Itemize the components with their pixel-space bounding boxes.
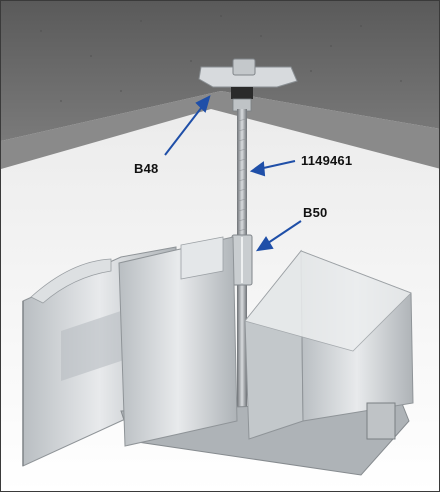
arrow-rod [258,160,296,170]
callout-rod-label: 1149461 [301,153,353,168]
callout-arrows [164,95,302,252]
callout-b50-label: B50 [303,205,328,220]
arrow-b48-head [195,95,211,113]
ceiling-slab-edge [1,91,439,169]
arrow-rod-head [249,161,266,177]
ceiling-texture [40,15,402,102]
arrow-b50-head [255,236,274,252]
trunking-channel-left [118,236,238,447]
arrow-b50 [264,220,302,246]
callout-b48-label: B48 [134,161,159,176]
arrow-b48 [164,102,206,156]
ceiling-clamp [198,58,298,112]
trunking-channel-right [244,249,414,440]
support-bracket [366,402,396,440]
rod-thread [236,118,248,232]
